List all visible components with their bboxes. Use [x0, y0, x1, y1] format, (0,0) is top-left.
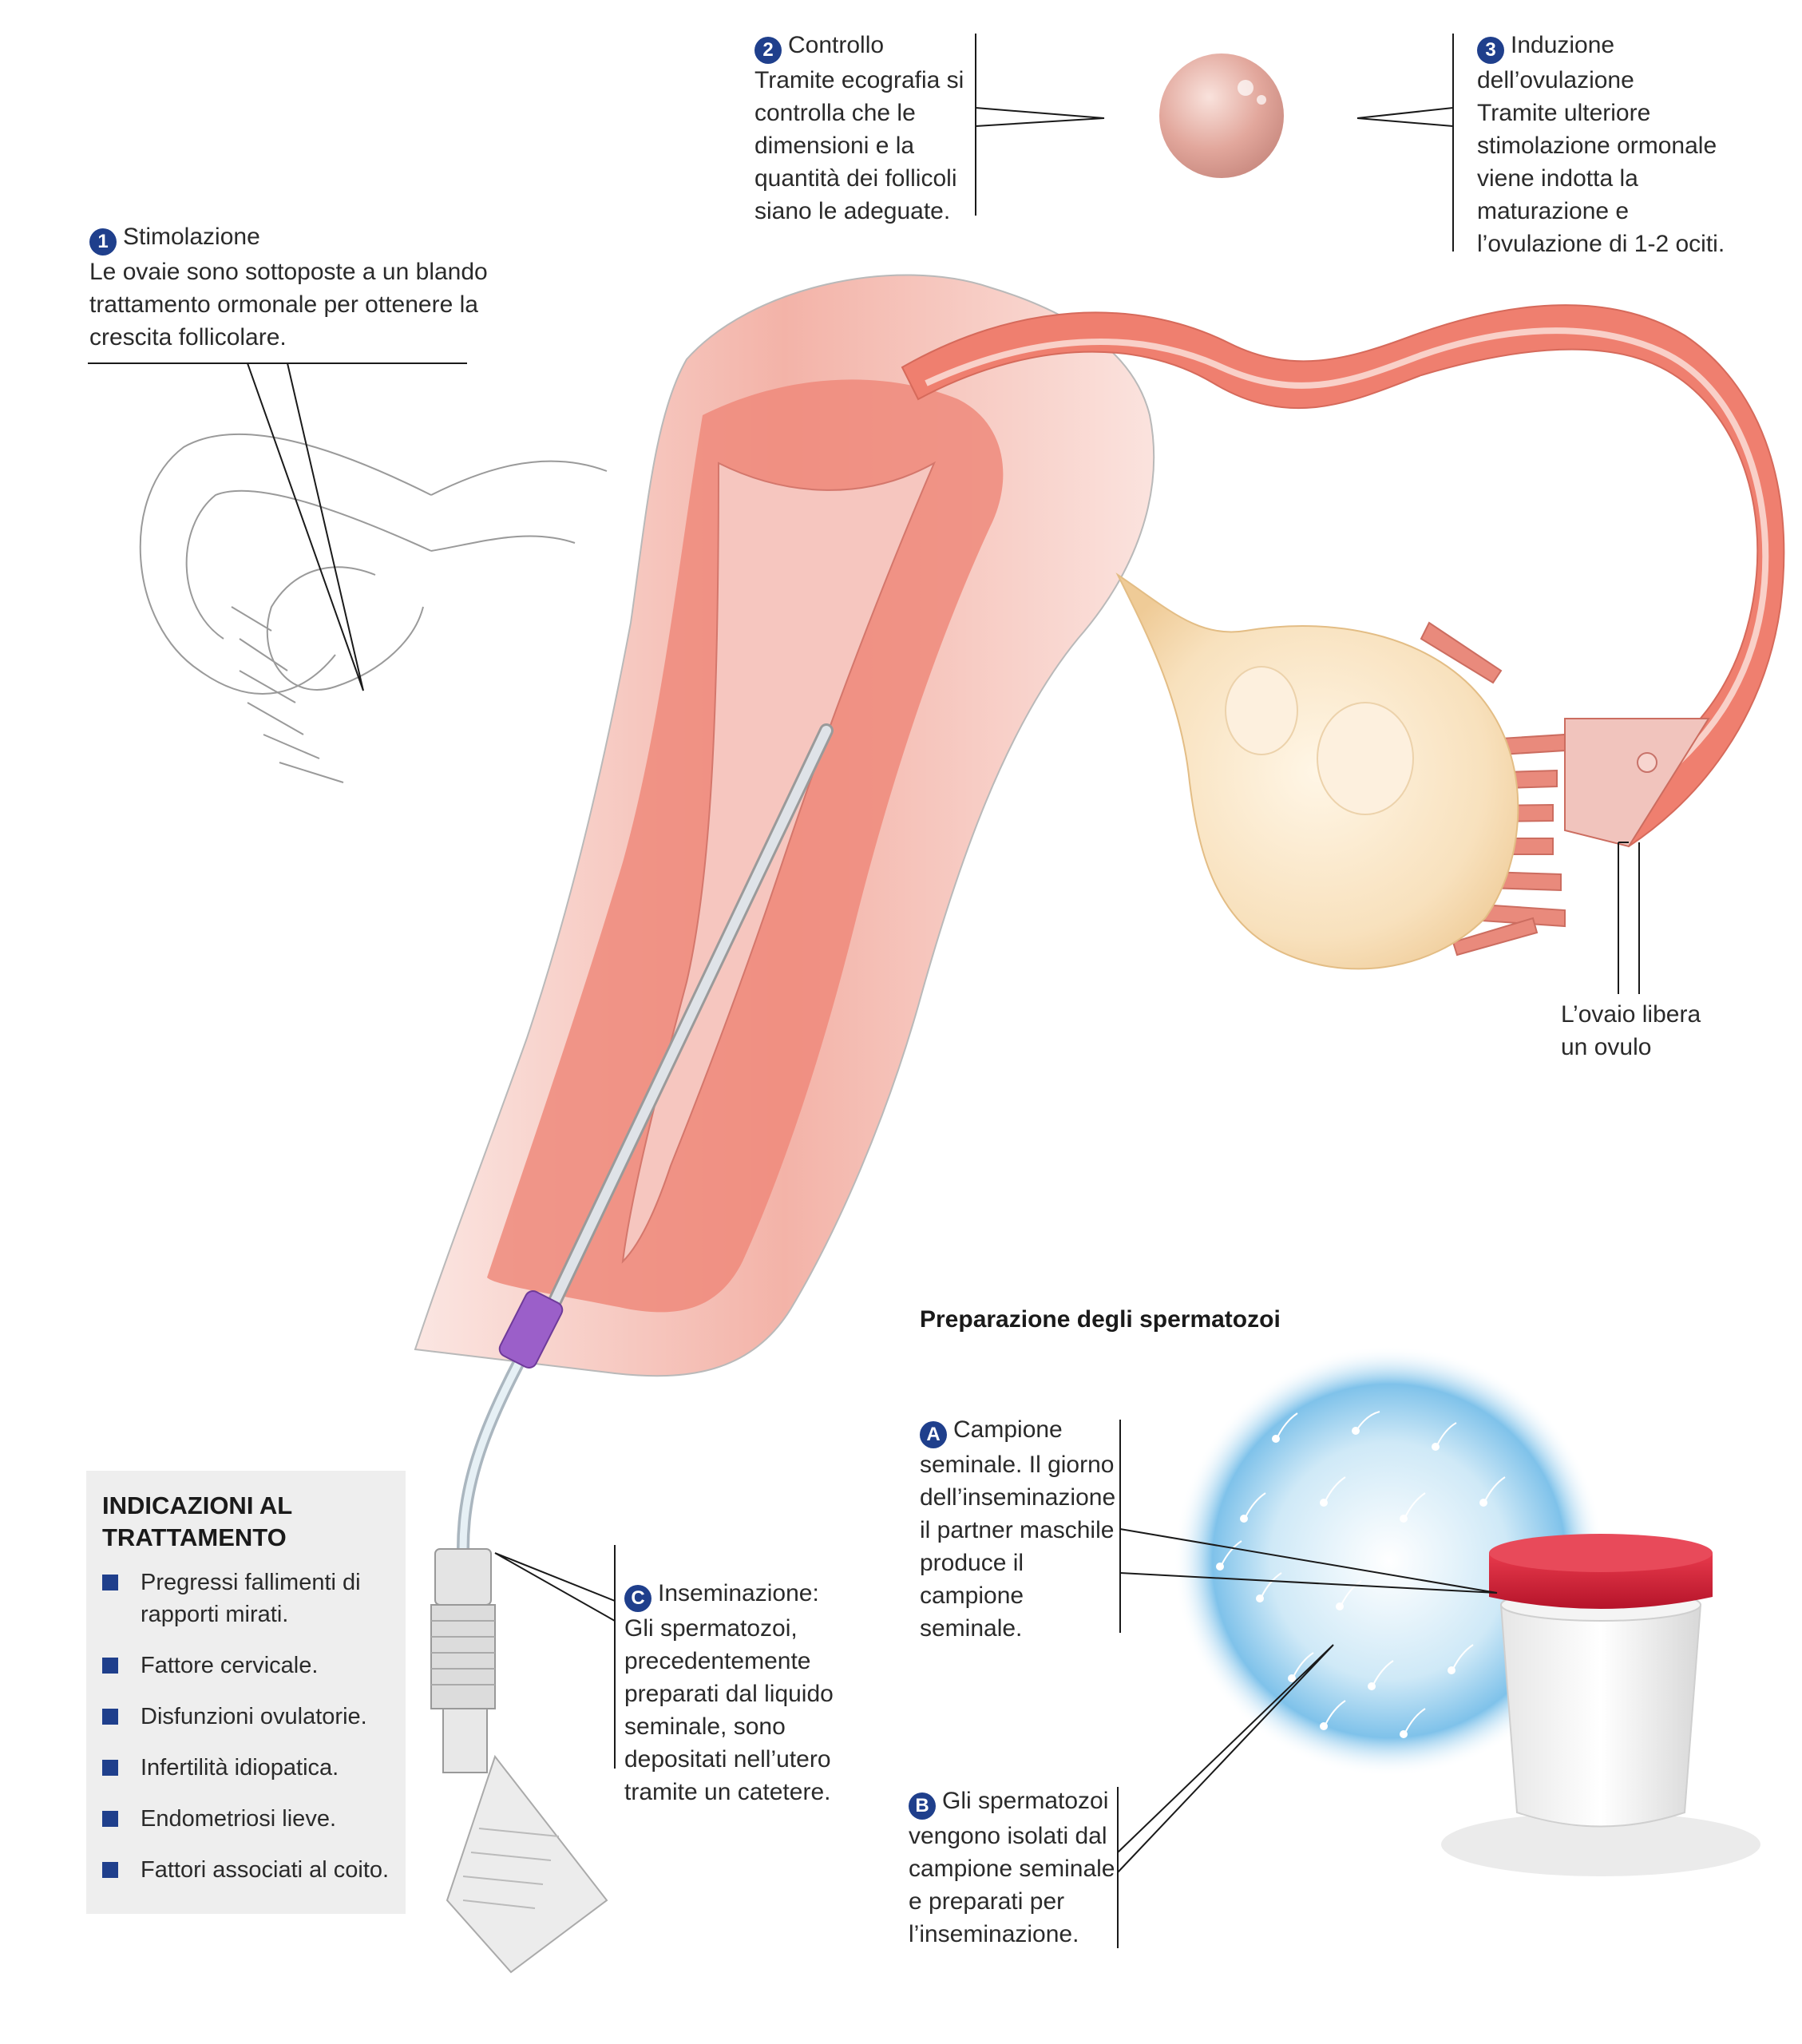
list-item: Fattori associati al coito.: [102, 1854, 398, 1886]
preparazione-title: Preparazione degli spermatozoi: [920, 1306, 1281, 1333]
step-badge: B: [909, 1792, 936, 1820]
step-line: maturazione e: [1477, 197, 1630, 224]
specimen-cup: [1441, 1534, 1760, 1876]
indicazioni-title: INDICAZIONI AL TRATTAMENTO: [102, 1491, 293, 1551]
bullet-square-icon: [102, 1811, 118, 1827]
step-line: trattamento ormonale per ottenere la: [89, 291, 478, 318]
oocyte-highlight: [1257, 95, 1266, 105]
step-badge: C: [624, 1584, 651, 1612]
uterine-cavity: [621, 461, 937, 1264]
bullet-square-icon: [102, 1862, 118, 1878]
infundibulum: [1564, 718, 1710, 848]
step-line: siano le adeguate.: [754, 197, 951, 224]
step-line: Tramite ulteriore: [1477, 99, 1651, 126]
oocyte-image: [1159, 53, 1284, 178]
step-badge: 3: [1477, 36, 1504, 64]
bullet-square-icon: [102, 1709, 118, 1725]
follicle: [1225, 666, 1298, 755]
tube-lumen: [925, 327, 1769, 794]
step-badge: A: [920, 1420, 947, 1448]
left-tube-outline: [139, 433, 608, 783]
bullet-square-icon: [102, 1760, 118, 1776]
step-line: dimensioni e la: [754, 132, 915, 159]
step-line: crescita follicolare.: [89, 323, 287, 351]
catheter: [457, 723, 834, 1550]
step-line: Le ovaie sono sottoposte a un blando: [89, 258, 488, 285]
step-induzione-title-2: dell’ovulazione: [1477, 66, 1634, 93]
list-item: Fattore cervicale.: [102, 1650, 398, 1682]
step-line: l’ovulazione di 1-2 ociti.: [1477, 230, 1725, 257]
list-item: Endometriosi lieve.: [102, 1803, 398, 1835]
step-line: quantità dei follicoli: [754, 164, 957, 192]
step-line: controlla che le: [754, 99, 916, 126]
sperm-cells: [1216, 1411, 1538, 1738]
released-ovum: [1637, 752, 1657, 773]
list-item: Pregressi fallimenti di rapporti mirati.: [102, 1567, 398, 1630]
follicle: [1317, 702, 1414, 815]
bullet-square-icon: [102, 1658, 118, 1674]
step-badge: 2: [754, 36, 782, 64]
indicazioni-box: INDICAZIONI AL TRATTAMENTO Pregressi fal…: [86, 1471, 406, 1914]
list-item: Disfunzioni ovulatorie.: [102, 1701, 398, 1733]
step-line: stimolazione ormonale: [1477, 132, 1717, 159]
sperm-sample-glow: [1174, 1345, 1605, 1777]
oocyte-highlight: [1238, 80, 1253, 96]
ovulo-label: L’ovaio libera un ovulo: [1561, 1001, 1701, 1060]
indicazioni-list: Pregressi fallimenti di rapporti mirati.…: [102, 1567, 398, 1905]
list-item: Infertilità idiopatica.: [102, 1752, 398, 1784]
syringe: [430, 1548, 608, 1974]
step-line: Tramite ecografia si: [754, 66, 964, 93]
step-line: viene indotta la: [1477, 164, 1638, 192]
leader-lines: [88, 34, 1640, 1948]
bullet-square-icon: [102, 1575, 118, 1590]
step-badge: 1: [89, 228, 117, 256]
